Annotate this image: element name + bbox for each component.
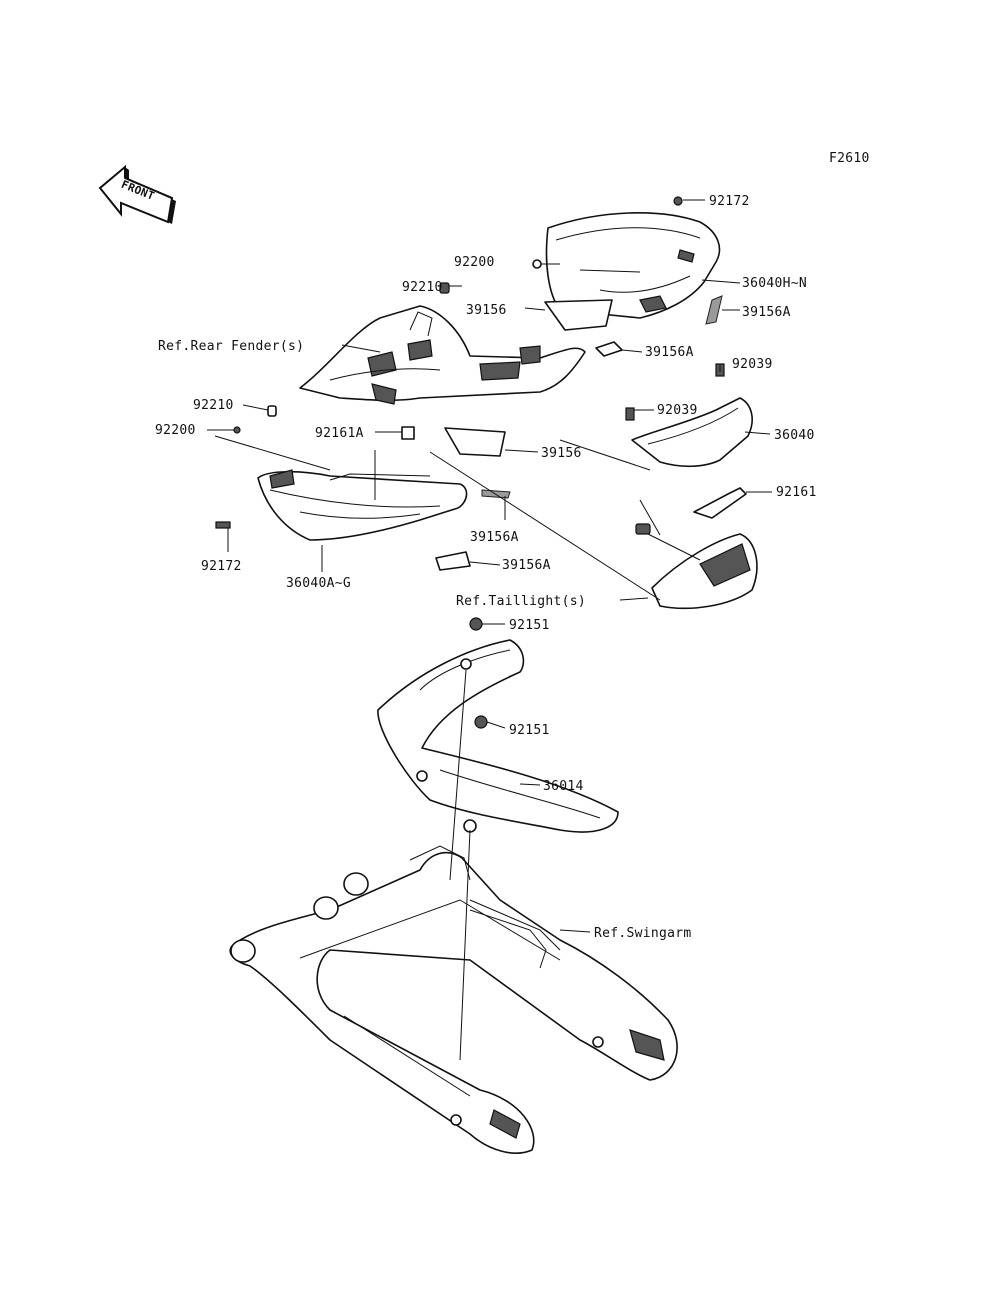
nut-icon <box>469 617 483 631</box>
label-92210-left: 92210 <box>193 398 234 413</box>
side-cover-part <box>257 469 468 541</box>
pad-39156a-right <box>705 295 723 325</box>
label-36040: 36040 <box>774 428 815 443</box>
label-92172-left: 92172 <box>201 559 242 574</box>
nut-icon <box>474 715 488 729</box>
pad-39156a-small <box>595 341 623 357</box>
pad-39156a-low <box>435 551 471 571</box>
label-36014: 36014 <box>543 779 584 794</box>
seat-cover-part <box>545 212 721 319</box>
grab-rail-part <box>631 397 753 468</box>
label-92210-top: 92210 <box>402 280 443 295</box>
washer-icon <box>233 426 241 434</box>
washer-icon <box>532 259 542 269</box>
label-92172-top: 92172 <box>709 194 750 209</box>
label-36040h-n: 36040H~N <box>742 276 807 291</box>
label-92151-b: 92151 <box>509 723 550 738</box>
label-92151-a: 92151 <box>509 618 550 633</box>
label-39156a-mid: 39156A <box>470 530 519 545</box>
label-39156-mid: 39156 <box>541 446 582 461</box>
front-arrow-icon: FRONT <box>98 164 176 224</box>
bolt-icon <box>673 196 683 206</box>
clip-icon <box>401 426 415 440</box>
label-92039-a: 92039 <box>732 357 773 372</box>
screw-icon <box>215 521 231 529</box>
label-39156-top: 39156 <box>466 303 507 318</box>
label-92039-b: 92039 <box>657 403 698 418</box>
pad-39156-mid <box>444 427 506 457</box>
label-39156a-right: 39156A <box>742 305 791 320</box>
pad-39156-top <box>544 299 613 331</box>
label-ref-swingarm: Ref.Swingarm <box>594 926 692 941</box>
label-36040a-g: 36040A~G <box>286 576 351 591</box>
label-ref-rear-fender: Ref.Rear Fender(s) <box>158 339 304 354</box>
collar-icon <box>267 405 277 417</box>
label-92200-left: 92200 <box>155 423 196 438</box>
label-92161a: 92161A <box>315 426 364 441</box>
label-39156a-low: 39156A <box>502 558 551 573</box>
label-92200-top: 92200 <box>454 255 495 270</box>
chain-guard-part <box>377 639 619 833</box>
fastener-icon <box>625 407 635 421</box>
label-39156a-second: 39156A <box>645 345 694 360</box>
collar-icon <box>439 282 450 294</box>
label-ref-taillight: Ref.Taillight(s) <box>456 594 586 609</box>
figure-code: F2610 <box>829 151 870 166</box>
connector-icon <box>635 523 651 535</box>
label-92161: 92161 <box>776 485 817 500</box>
swingarm-part <box>229 845 678 1154</box>
bracket-92161 <box>693 487 747 519</box>
rear-fender-part <box>299 305 586 405</box>
taillight-part <box>635 523 758 610</box>
